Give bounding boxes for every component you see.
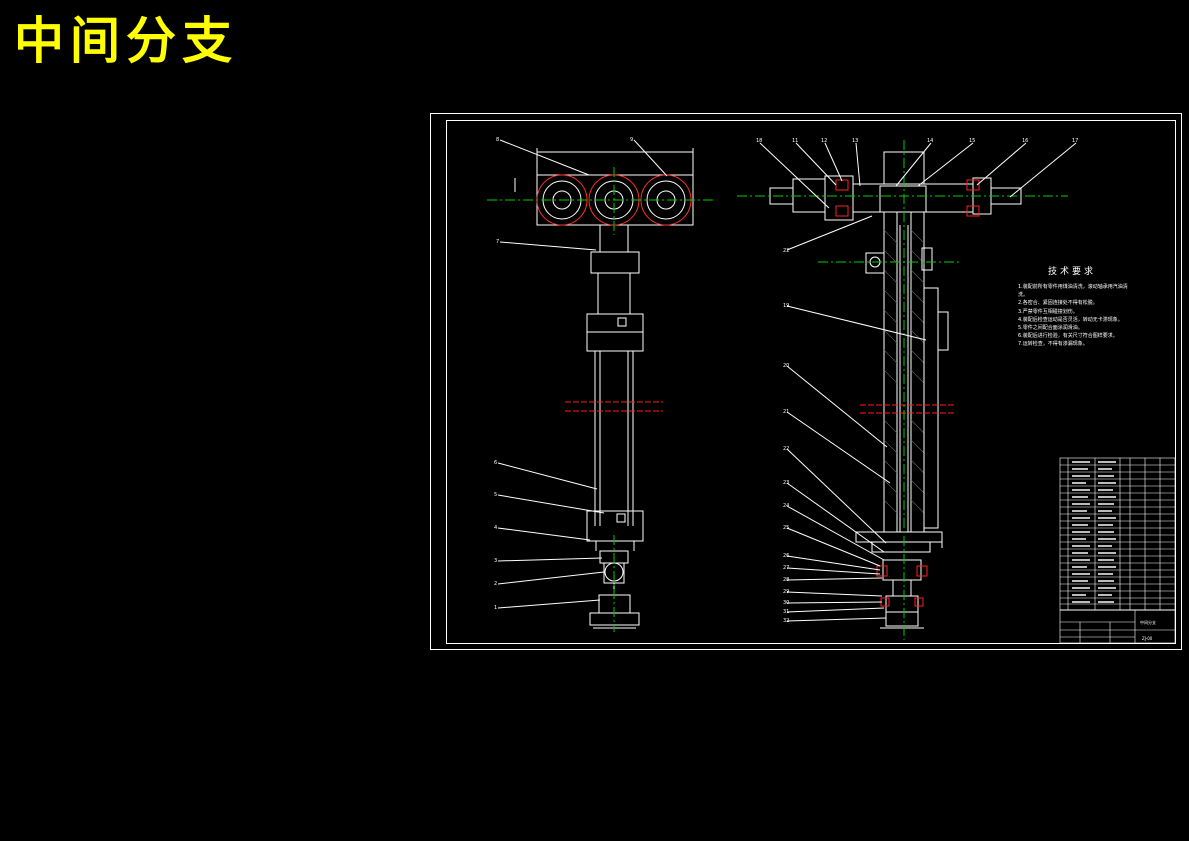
sheet-inner-border xyxy=(446,120,1176,644)
callout: 3 xyxy=(494,558,497,564)
parts-list-table xyxy=(1059,457,1176,644)
callout: 17 xyxy=(1072,138,1078,144)
callout: 13 xyxy=(852,138,858,144)
tech-note: 3.严禁零件互相碰撞划伤。 xyxy=(1018,308,1078,315)
hatching xyxy=(883,229,925,514)
callout: 2 xyxy=(494,581,497,587)
right-callout-labels: 18 11 12 13 14 15 16 17 22 19 20 21 22 2… xyxy=(756,138,1078,624)
callout: 15 xyxy=(969,138,975,144)
tech-note: 2.各密合、紧固连接处不得有松脱。 xyxy=(1018,300,1098,307)
callout: 26 xyxy=(783,553,789,559)
callout: 5 xyxy=(494,492,497,498)
callout: 19 xyxy=(783,303,789,309)
callout: 23 xyxy=(783,480,789,486)
title-block-drawing-code: ZJ-00 xyxy=(1142,636,1153,641)
callout: 25 xyxy=(783,525,789,531)
tech-note: 7.运转检查，不得有渗漏现象。 xyxy=(1018,341,1088,348)
tech-note: 1.装配前所有零件用煤油清洗，滚动轴承用汽油清洗。 xyxy=(1018,284,1128,299)
callout: 16 xyxy=(1022,138,1028,144)
callout: 30 xyxy=(783,600,789,606)
callout: 27 xyxy=(783,565,789,571)
tech-requirements-title: 技术要求 xyxy=(1048,267,1097,277)
left-view xyxy=(487,139,715,632)
tech-note: 5.零件之间配合面涂润滑油。 xyxy=(1018,325,1083,332)
title-block-drawing-name: 中间分支 xyxy=(1140,620,1156,625)
left-callout-labels: 8 9 7 6 5 4 3 2 1 xyxy=(494,137,633,611)
callout: 4 xyxy=(494,525,497,531)
callout: 31 xyxy=(783,609,789,615)
callout: 20 xyxy=(783,363,789,369)
callout: 11 xyxy=(792,138,798,144)
callout: 22 xyxy=(783,446,789,452)
callout: 1 xyxy=(494,605,497,611)
callout: 6 xyxy=(494,460,497,466)
callout: 22 xyxy=(783,248,789,254)
callout: 8 xyxy=(496,137,499,143)
tech-requirements-notes: 1.装配前所有零件用煤油清洗，滚动轴承用汽油清洗。 2.各密合、紧固连接处不得有… xyxy=(1018,283,1136,349)
page-title: 中间分支 xyxy=(14,12,238,70)
right-view xyxy=(737,140,1077,640)
tech-note: 4.装配后检查运动是否灵活，转动无卡滞现象。 xyxy=(1018,316,1123,323)
callout: 14 xyxy=(927,138,933,144)
callout: 9 xyxy=(630,137,633,143)
callout: 24 xyxy=(783,503,789,509)
callout: 32 xyxy=(783,618,789,624)
callout: 12 xyxy=(821,138,827,144)
callout: 18 xyxy=(756,138,762,144)
callout: 7 xyxy=(496,239,499,245)
callout: 29 xyxy=(783,589,789,595)
sheet-outer-border xyxy=(430,113,1182,650)
tech-note: 6.装配后进行检验，有关尺寸符合图样要求。 xyxy=(1018,333,1118,340)
callout: 28 xyxy=(783,577,789,583)
parts-list-text-marks xyxy=(1072,461,1116,603)
callout: 21 xyxy=(783,409,789,415)
